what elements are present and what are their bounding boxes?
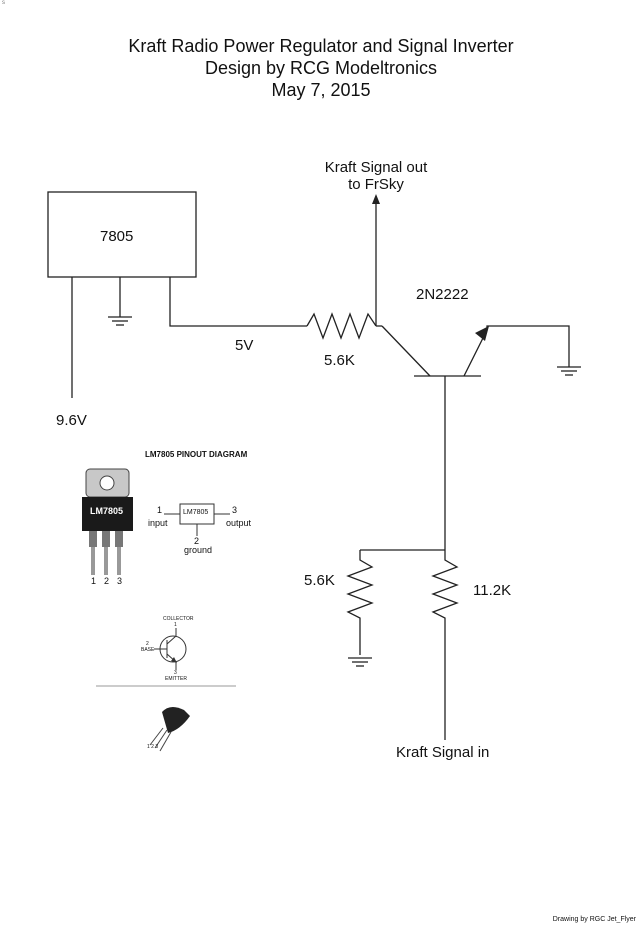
divider-lower-label: 5.6K: [304, 572, 335, 589]
regulator-box: [47, 191, 197, 278]
block-pin2-name: ground: [184, 545, 213, 555]
to92-package: [149, 706, 190, 752]
transistor-symbol-inset: [154, 628, 187, 670]
block-pin3-num: 3: [232, 505, 238, 515]
to92-pins-label: 1 2 3: [147, 744, 159, 750]
base-num: 2: [146, 641, 149, 647]
package-pin-2: 2: [104, 576, 110, 586]
regulator-label: 7805: [100, 228, 134, 245]
block-pin1-num: 1: [157, 505, 163, 515]
output-voltage-label: 5V: [235, 337, 254, 354]
input-voltage-label: 9.6V: [56, 412, 87, 429]
package-pin-3: 3: [117, 576, 123, 586]
emitter-label: EMITTER: [165, 676, 187, 682]
emitter-wire: [486, 325, 570, 367]
base-resistor: [306, 312, 377, 340]
divider-upper-label: 11.2K: [473, 582, 512, 599]
divider-lower-resistor: [346, 550, 374, 655]
collector-num: 1: [174, 622, 177, 628]
block-pin1-name: input: [148, 518, 168, 528]
ground-symbol-divider: [348, 657, 372, 667]
emitter-arrow: [475, 326, 489, 341]
title-block: Kraft Radio Power Regulator and Signal I…: [0, 35, 642, 101]
signal-out-arrow: [372, 194, 380, 204]
title-line-3: May 7, 2015: [271, 80, 371, 100]
title-line-2: Design by RCG Modeltronics: [204, 58, 438, 78]
base-resistor-label: 5.6K: [324, 352, 355, 369]
transistor-label: 2N2222: [416, 286, 469, 303]
signal-out-line-1: Kraft Signal out: [324, 159, 428, 176]
lm7805-block: [164, 503, 230, 536]
block-pin3-name: output: [226, 518, 252, 528]
signal-out-label: Kraft Signal out to FrSky: [306, 159, 446, 193]
ground-symbol-emitter: [557, 366, 581, 376]
lm7805-heading: LM7805 PINOUT DIAGRAM: [145, 450, 248, 459]
to220-package: [82, 468, 133, 575]
base-label: BASE: [141, 647, 155, 653]
emitter-num: 3: [174, 670, 177, 676]
lm7805-package-label: LM7805: [90, 506, 124, 516]
package-pin-1: 1: [91, 576, 97, 586]
transistor-2n2222: [381, 325, 488, 377]
divider-upper-resistor: [431, 550, 459, 740]
drawing-credit: Drawing by RGC Jet_Flyer: [552, 916, 636, 923]
signal-in-label: Kraft Signal in: [396, 744, 490, 761]
signal-out-line-2: to FrSky: [348, 176, 404, 193]
block-label: LM7805: [183, 509, 209, 516]
collector-label: COLLECTOR: [163, 616, 194, 622]
corner-mark: s: [2, 0, 5, 6]
ground-symbol-regulator: [108, 316, 132, 326]
output-5v-wire: [169, 277, 307, 327]
block-pin2-num: 2: [194, 536, 200, 546]
title-line-1: Kraft Radio Power Regulator and Signal I…: [128, 36, 514, 56]
